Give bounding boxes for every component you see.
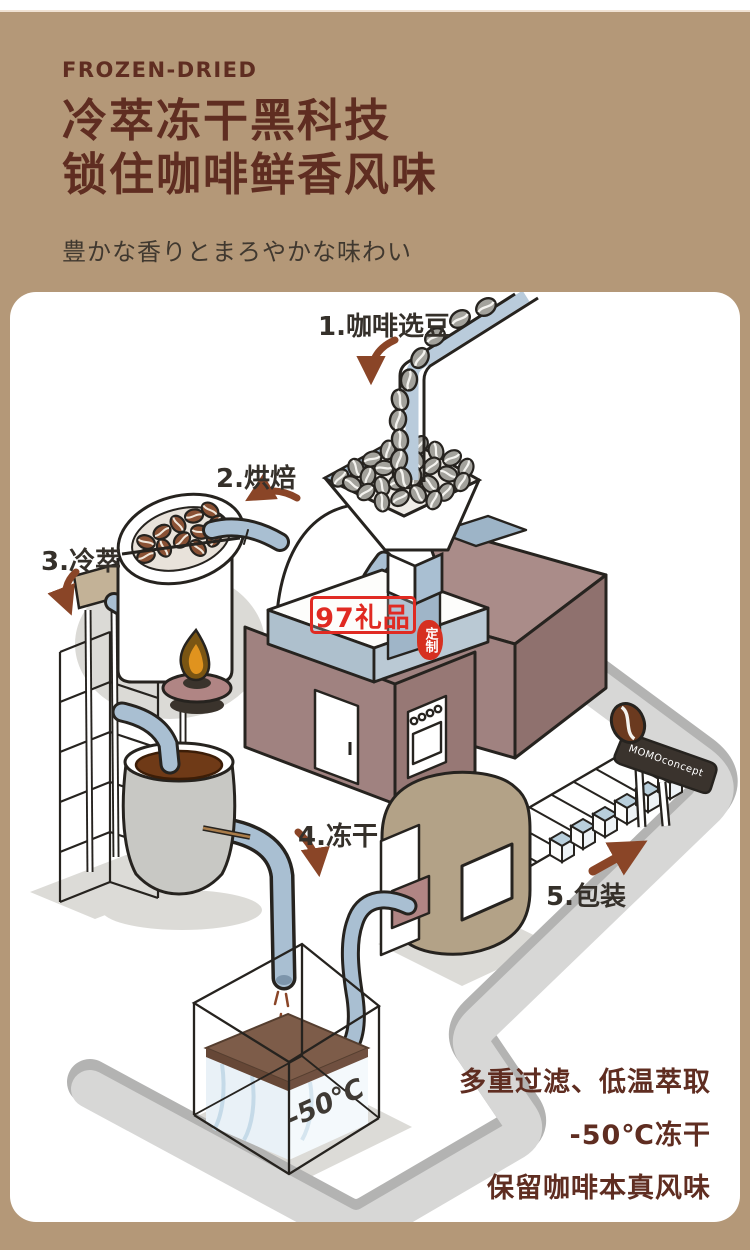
step-label-2: 2.烘焙 <box>216 464 296 494</box>
header-eyebrow: FROZEN-DRIED <box>62 58 258 82</box>
machine-door <box>313 688 360 786</box>
step-label-3: 3.冷萃 <box>41 547 121 577</box>
flow-arrow-icon-1 <box>356 336 399 386</box>
roaster-top-inset <box>436 514 528 548</box>
roasted-bean-bowl <box>116 492 246 586</box>
sign-legs <box>634 769 671 828</box>
box-wireframe <box>191 942 381 1176</box>
process-illustration: MOMOconcept <box>30 292 738 1222</box>
bean-chute <box>387 292 539 492</box>
frozen-coffee-slab <box>203 1012 371 1091</box>
burner <box>161 672 233 714</box>
dryer-window <box>460 842 514 922</box>
header-subtitle: 豊かな香りとまろやかな味わい <box>62 238 412 266</box>
brand-sign: MOMOconcept <box>609 702 718 828</box>
watermark-box: 97礼品 <box>310 596 416 634</box>
flame-icon <box>179 627 211 682</box>
flow-arrow-icon-4 <box>294 828 330 878</box>
footer-line-3: 保留咖啡本真风味 <box>487 1173 711 1204</box>
pipe-barrel-to-box <box>215 817 297 1030</box>
top-white-strip <box>0 0 750 12</box>
title-line-2: 锁住咖啡鲜香风味 <box>62 148 439 201</box>
stir-rod <box>121 536 241 556</box>
step-label-4: 4.冻干 <box>298 822 378 852</box>
pipe-dome-to-bowl <box>202 517 290 552</box>
freeze-box: -50℃ <box>191 942 381 1176</box>
header: FROZEN-DRIED 冷萃冻干黑科技 锁住咖啡鲜香风味 豊かな香りとまろやか… <box>62 58 438 267</box>
footer-line-2: -50℃冻干 <box>569 1120 711 1151</box>
road <box>67 559 738 1222</box>
flow-arrow-icon-2 <box>245 473 301 502</box>
footer-line-1: 多重过滤、低温萃取 <box>459 1067 711 1098</box>
coffee-barrel <box>111 701 251 896</box>
brew-kettle <box>116 558 234 714</box>
flow-arrow-icon-3 <box>47 568 80 616</box>
pipe-dryer-to-box <box>340 890 418 1054</box>
watermark-seal: 定制 <box>417 620 443 660</box>
flow-arrows <box>47 336 648 878</box>
title-line-1: 冷萃冻干黑科技 <box>62 94 392 147</box>
machine-control-panel <box>406 694 448 780</box>
illustration-panel: MOMOconcept <box>10 292 740 1222</box>
page-title: 冷萃冻干黑科技 锁住咖啡鲜香风味 <box>62 94 438 202</box>
freeze-dryer-machine <box>379 770 532 957</box>
step-label-1: 1.咖啡选豆 <box>318 312 450 342</box>
flow-arrow-icon-5 <box>588 840 648 876</box>
step-label-5: 5.包装 <box>546 882 626 912</box>
